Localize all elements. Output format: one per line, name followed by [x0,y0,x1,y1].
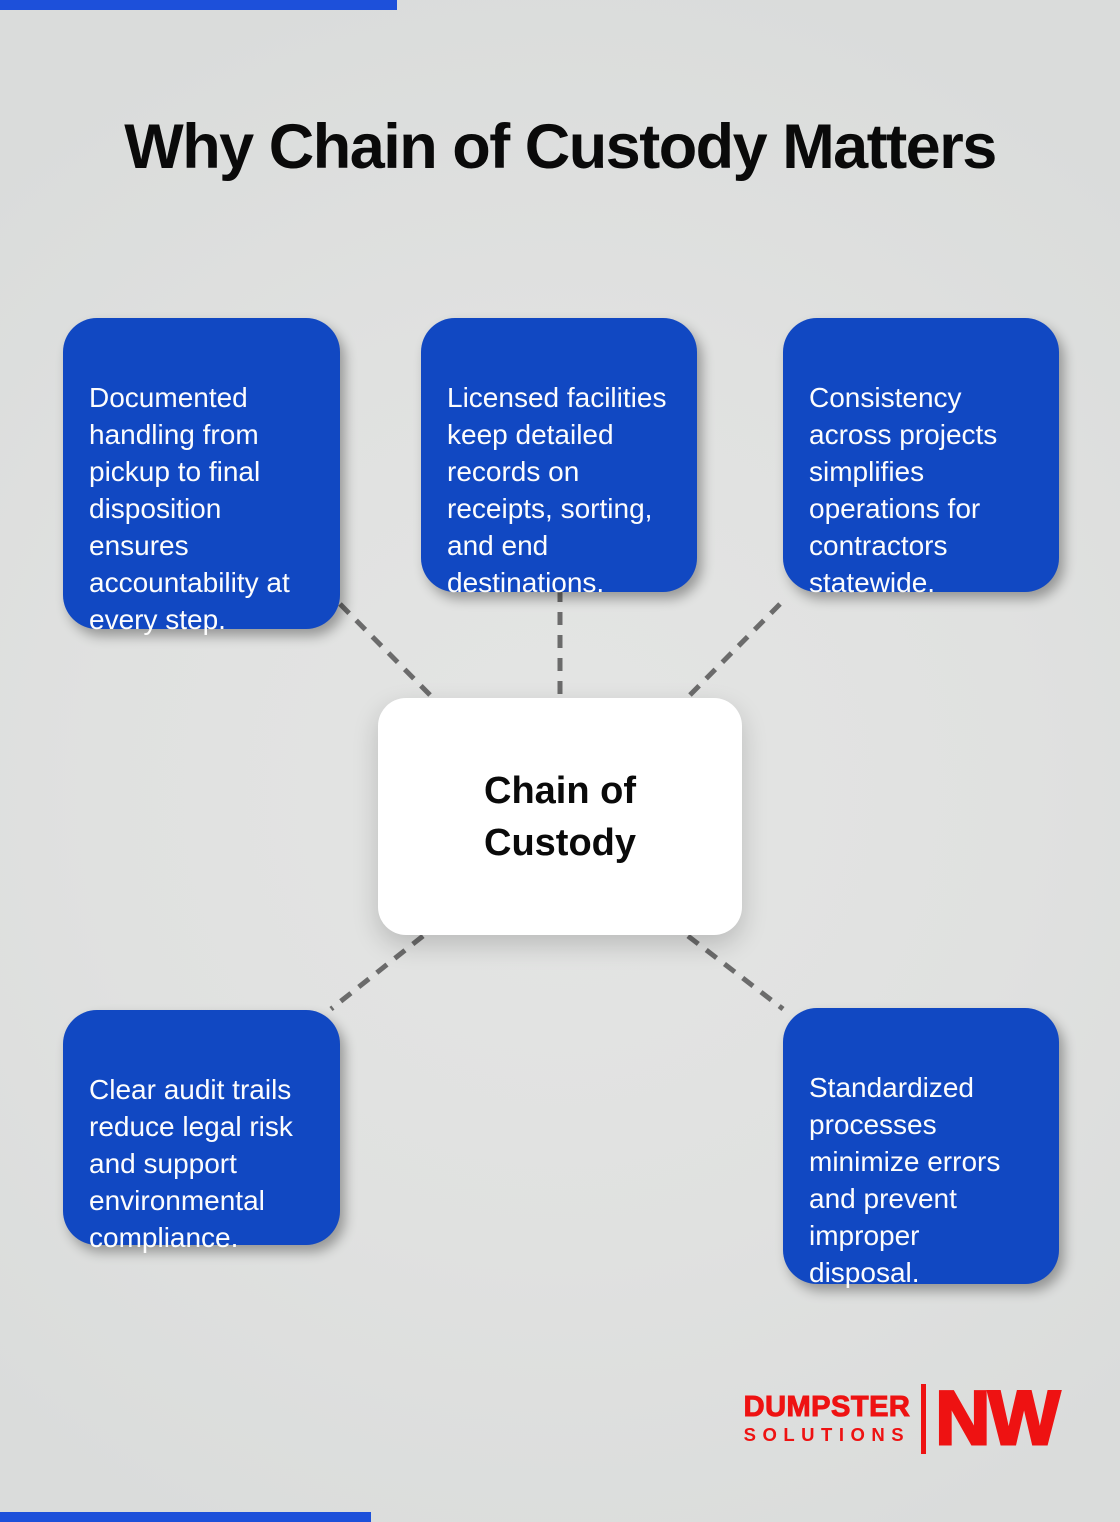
bottom-accent-bar [0,1512,371,1522]
dumpster-solutions-nw-logo: DUMPSTER SOLUTIONS NW [743,1376,1062,1461]
logo-mark-nw: NW [934,1376,1062,1461]
connector-bottom-right [686,934,785,1011]
connector-top-right [686,602,782,699]
card-documented-handling-text: Documented handling from pickup to final… [89,382,290,635]
logo-divider-bar [921,1384,927,1454]
connector-bottom-left [329,934,425,1011]
center-node: Chain of Custody [378,698,742,935]
card-standardized-processes: Standardized processes minimize errors a… [783,1008,1059,1288]
card-audit-trails-text: Clear audit trails reduce legal risk and… [89,1074,293,1253]
card-licensed-facilities-text: Licensed facilities keep detailed record… [447,382,667,598]
card-consistency-projects: Consistency across projects simplifies o… [783,318,1059,598]
page-title: Why Chain of Custody Matters [124,112,997,182]
card-standardized-processes-text: Standardized processes minimize errors a… [809,1072,1001,1288]
logo-wordmark: DUMPSTER SOLUTIONS [743,1391,911,1447]
card-documented-handling: Documented handling from pickup to final… [63,318,340,635]
logo-word-dumpster: DUMPSTER [743,1391,911,1424]
logo-word-solutions: SOLUTIONS [743,1424,911,1445]
top-accent-bar [0,0,397,10]
center-node-label: Chain of Custody [484,769,636,864]
card-licensed-facilities: Licensed facilities keep detailed record… [421,318,697,598]
card-audit-trails: Clear audit trails reduce legal risk and… [63,1010,340,1253]
card-consistency-projects-text: Consistency across projects simplifies o… [809,382,998,598]
connector-top-left [338,602,434,699]
